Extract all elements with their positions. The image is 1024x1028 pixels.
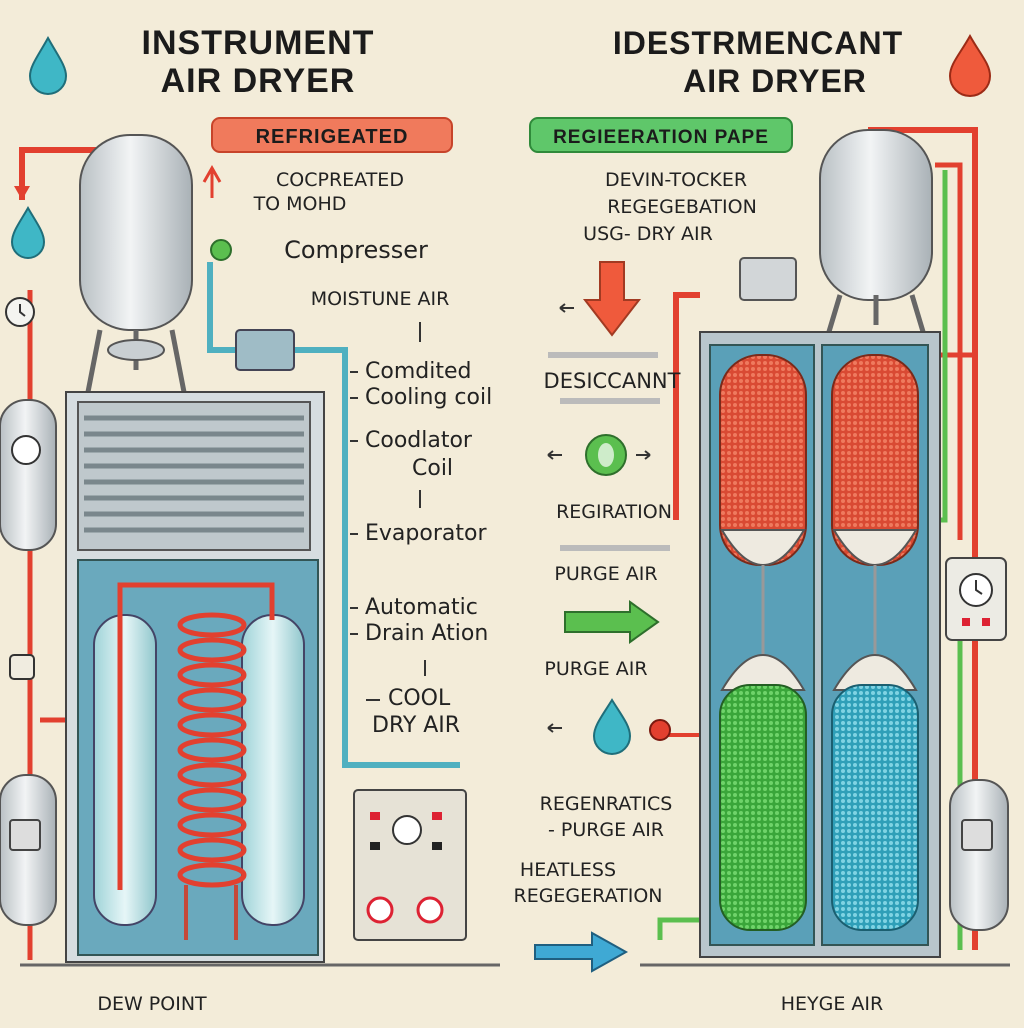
panel-dial-icon	[416, 896, 444, 924]
label-cocpreated: COCPREATED	[276, 169, 404, 191]
gauge-needle	[975, 580, 983, 595]
evaporator-vessel	[241, 614, 305, 926]
label-usg-dry-air: USG- DRY AIR	[583, 223, 713, 245]
label-heatless-regeneration: REGEGERATION	[514, 885, 663, 907]
footer-heyge-air: HEYGE AIR	[781, 993, 883, 1015]
panel-button	[432, 842, 442, 850]
small-arrow-icon	[547, 723, 562, 733]
label-leader-ticks	[350, 322, 426, 701]
tower-separator	[720, 654, 806, 691]
label-devin-tocker: DEVIN-TOCKER	[605, 169, 747, 191]
tank-label-plate	[9, 819, 41, 851]
label-cool: COOL	[388, 686, 451, 711]
receiver-tank	[819, 129, 933, 301]
teal-pipe	[280, 347, 460, 768]
footer-dew-point: DEW POINT	[97, 993, 207, 1015]
red-pipe	[868, 127, 978, 950]
refrigerated-badge-label: REFRIGEATED	[256, 126, 409, 148]
label-automatic: Automatic	[365, 595, 478, 620]
desiccant-tower-left-lower	[719, 684, 807, 931]
small-arrow-icon	[547, 450, 651, 460]
panel-gauge-icon	[392, 815, 422, 845]
drain-pipes	[184, 885, 238, 940]
valve-block	[235, 329, 295, 371]
gauge-needle	[19, 304, 26, 317]
refrigerated-badge	[211, 117, 453, 153]
arrow-up-icon	[202, 164, 222, 198]
arrow-right-icon	[564, 600, 660, 644]
tower-separator	[832, 529, 918, 566]
tank-legs	[825, 294, 927, 336]
blurred-text-placeholder	[560, 398, 660, 404]
tower-separator	[832, 654, 918, 691]
label-purge-air-3: - PURGE AIR	[548, 819, 664, 841]
red-pipe	[935, 162, 963, 540]
label-to-mohd: TO MOHD	[253, 193, 347, 215]
blurred-text-placeholder	[560, 545, 670, 551]
condenser-grille	[77, 401, 311, 551]
label-condenser-1: Comdited	[365, 359, 471, 384]
label-drain: Drain Ation	[365, 621, 488, 646]
left-title-line2: AIR DRYER	[161, 62, 356, 100]
valve-icon	[649, 719, 671, 741]
hot-drop-icon	[948, 33, 992, 97]
filter-tank	[0, 399, 57, 551]
regeneration-badge-label: REGIEERATION PAPE	[553, 127, 769, 148]
red-pipe	[117, 582, 275, 890]
leaf-icon-inner	[598, 443, 614, 467]
label-coodlator-2: Coil	[412, 456, 453, 481]
panel-button	[370, 812, 380, 820]
green-pipe	[940, 170, 948, 523]
label-dry-air: DRY AIR	[372, 713, 460, 738]
switching-valve	[739, 257, 797, 301]
water-drop-icon	[28, 35, 68, 95]
green-pipe	[657, 917, 700, 940]
label-desiccant: DESICCANNT	[544, 369, 681, 393]
pressure-gauge-icon	[11, 435, 41, 465]
blurred-text-placeholder	[548, 352, 658, 358]
label-compressor: Compresser	[284, 236, 428, 264]
teal-pipe	[207, 262, 240, 353]
indicator-light-icon	[210, 239, 232, 261]
label-purge-air-2: PURGE AIR	[544, 658, 647, 680]
right-title-line1: IDESTRMENCANT	[613, 25, 903, 61]
arrow-right-icon	[534, 931, 629, 973]
cooling-coil	[177, 612, 247, 888]
small-arrow-icon	[559, 303, 574, 313]
desiccant-tower-right-lower	[831, 684, 919, 931]
label-regegebation: REGEGEBATION	[607, 196, 757, 218]
valve-icon	[9, 654, 35, 680]
label-evaporator: Evaporator	[365, 521, 487, 546]
panel-button	[982, 618, 990, 626]
label-regiration: REGIRATION	[556, 501, 672, 523]
panel-dial-icon	[366, 896, 394, 924]
arrow-up-icon	[14, 186, 30, 200]
red-pipe	[673, 292, 700, 520]
label-moisture-air: MOISTUNE AIR	[311, 288, 450, 310]
evaporator-vessel	[93, 614, 157, 926]
right-title-line2: AIR DRYER	[683, 63, 867, 99]
water-drop-icon	[592, 698, 632, 755]
label-condenser-2: Cooling coil	[365, 385, 492, 410]
label-heatless: HEATLESS	[520, 859, 616, 881]
regeneration-badge	[529, 117, 793, 153]
label-coodlator-1: Coodlator	[365, 428, 473, 453]
tank-label-plate	[961, 819, 993, 851]
water-drop-icon	[10, 205, 46, 259]
filter-tank	[949, 779, 1009, 931]
tower-separator	[720, 529, 806, 566]
compressor-tank	[79, 134, 193, 331]
left-title-line1: INSTRUMENT	[142, 24, 375, 62]
label-regenratics: REGENRATICS	[540, 793, 673, 815]
panel-button	[370, 842, 380, 850]
tank-base	[107, 339, 165, 361]
label-purge-air-1: PURGE AIR	[554, 563, 657, 585]
panel-button	[432, 812, 442, 820]
arrow-down-icon	[582, 261, 642, 337]
panel-button	[962, 618, 970, 626]
